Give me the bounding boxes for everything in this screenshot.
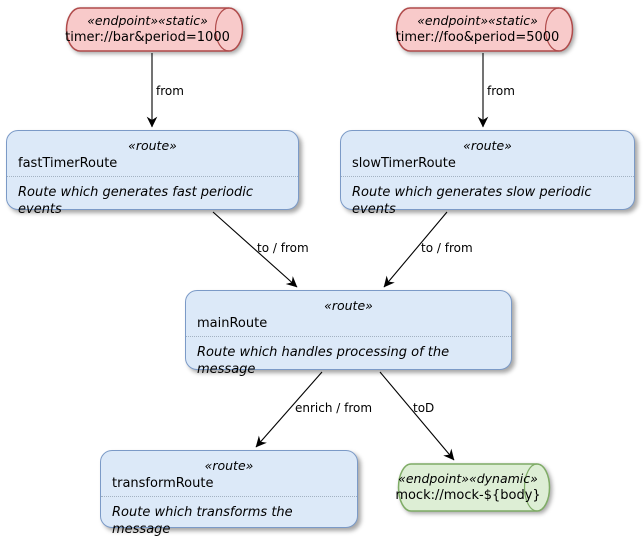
node-name: fastTimerRoute — [18, 156, 118, 171]
node-mainRoute: «route» mainRoute Route which handles pr… — [185, 290, 512, 377]
node-description: Route which generates slow periodic even… — [341, 176, 634, 218]
node-stereotype: «endpoint»«static» — [87, 13, 208, 28]
edge-label-to-from-left: to / from — [257, 241, 309, 255]
cylinder-shape — [65, 7, 244, 52]
node-stereotype: «route» — [324, 298, 373, 313]
node-fastTimerRoute: «route» fastTimerRoute Route which gener… — [6, 130, 299, 217]
cylinder-shape — [397, 463, 551, 512]
node-name: mainRoute — [197, 316, 268, 331]
node-label: timer://foo&period=5000 — [395, 30, 560, 45]
node-endpoint-timer-foo: «endpoint»«static» timer://foo&period=50… — [395, 7, 574, 52]
node-stereotype: «endpoint»«static» — [417, 13, 538, 28]
edge-label-to-from-right: to / from — [421, 241, 473, 255]
edge-label-from-foo: from — [487, 84, 515, 98]
node-description: Route which handles processing of the me… — [186, 336, 511, 378]
edge-label-toD: toD — [413, 401, 435, 415]
node-label: timer://bar&period=1000 — [65, 30, 230, 45]
node-stereotype: «route» — [204, 458, 254, 473]
node-name: transformRoute — [112, 476, 214, 491]
node-stereotype: «route» — [463, 138, 512, 153]
node-name: slowTimerRoute — [352, 156, 456, 171]
edge-mainRoute-to-mock — [379, 371, 455, 461]
node-stereotype: «route» — [128, 138, 177, 153]
node-stereotype: «endpoint»«dynamic» — [398, 471, 538, 486]
node-slowTimerRoute: «route» slowTimerRoute Route which gener… — [340, 130, 635, 217]
node-transformRoute: «route» transformRoute Route which trans… — [100, 450, 358, 537]
node-endpoint-mock: «endpoint»«dynamic» mock://mock-${body} — [395, 463, 551, 512]
node-description: Route which generates fast periodic even… — [7, 176, 298, 218]
node-endpoint-timer-bar: «endpoint»«static» timer://bar&period=10… — [65, 7, 244, 52]
edge-label-enrich-from: enrich / from — [295, 401, 373, 415]
cylinder-shape — [395, 7, 574, 52]
node-description: Route which transforms the message — [101, 496, 357, 538]
node-label: mock://mock-${body} — [395, 488, 541, 503]
edge-label-from-bar: from — [156, 84, 184, 98]
